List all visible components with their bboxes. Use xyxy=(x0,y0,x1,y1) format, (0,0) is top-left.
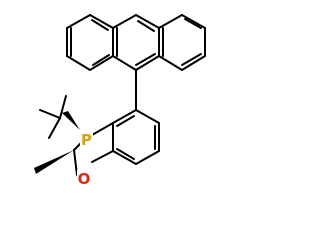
bond xyxy=(89,14,114,29)
bond xyxy=(158,14,183,29)
structure-canvas: P O xyxy=(34,14,206,188)
bond xyxy=(112,55,137,71)
double-bond-line xyxy=(116,115,135,127)
bond xyxy=(91,122,114,136)
double-bond-line xyxy=(181,53,202,66)
bond xyxy=(112,14,137,29)
double-bond-line xyxy=(91,19,109,31)
oxaphosphole-ring xyxy=(73,122,114,176)
bond xyxy=(59,95,67,119)
benzo-ring xyxy=(112,109,160,165)
bond xyxy=(112,150,137,165)
oxygen-label-bg xyxy=(77,170,91,187)
bond xyxy=(181,55,206,71)
bond xyxy=(135,55,160,71)
tert-butyl-group xyxy=(39,95,80,139)
bond xyxy=(66,14,91,29)
hashed-wedge-bond xyxy=(62,111,80,130)
phosphorus-atom-label: P xyxy=(81,131,92,149)
phosphorus-label-bg xyxy=(80,131,93,147)
wedge-bond-methyl xyxy=(34,150,74,174)
bond xyxy=(135,14,160,29)
bond xyxy=(39,109,61,119)
double-bond-line xyxy=(116,148,135,160)
molecule-diagram: P O xyxy=(34,14,206,188)
bond xyxy=(66,55,91,71)
bond xyxy=(91,150,114,163)
bond xyxy=(73,149,78,176)
bond xyxy=(89,55,114,71)
bond xyxy=(135,109,160,124)
double-bond-line xyxy=(92,54,110,66)
bond xyxy=(181,14,206,29)
double-bond-line xyxy=(137,20,155,32)
bond xyxy=(158,55,183,71)
double-bond-line xyxy=(135,53,156,66)
double-bond-line xyxy=(184,18,202,29)
anthracene-group xyxy=(66,14,206,71)
oxygen-atom-label: O xyxy=(78,170,91,188)
bond xyxy=(135,150,160,165)
bond xyxy=(48,117,61,139)
bond xyxy=(112,109,137,124)
